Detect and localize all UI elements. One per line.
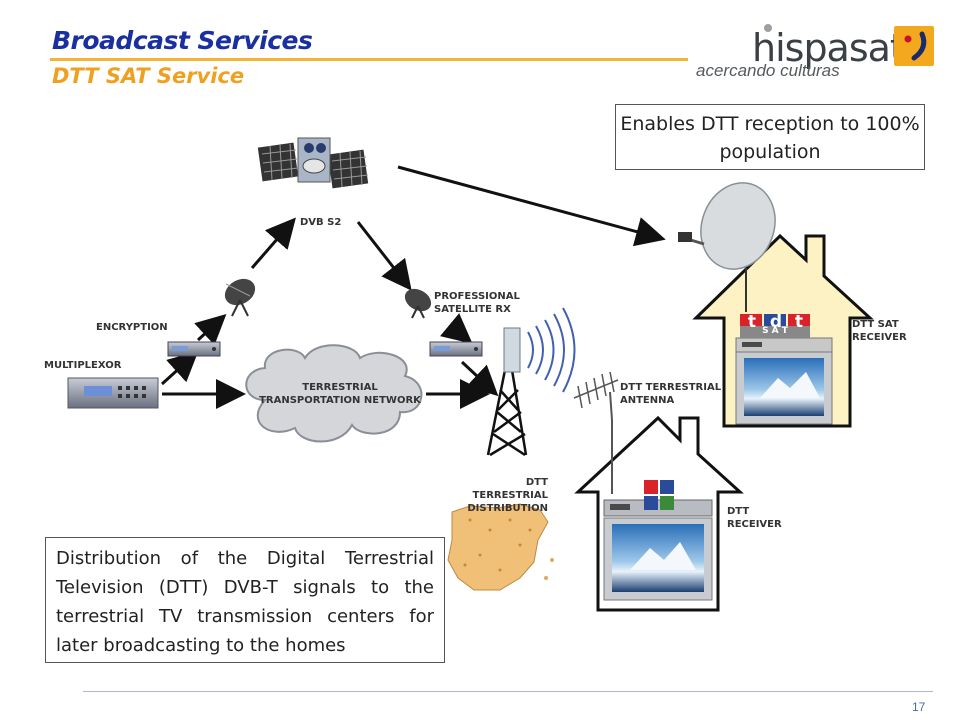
uplink-dish-icon bbox=[224, 278, 256, 317]
tdt-sat-logo-icon bbox=[740, 314, 810, 338]
logo-badge-icon bbox=[894, 26, 934, 66]
arrow-mux-to-encryption bbox=[160, 350, 199, 386]
tdt-sat-letters: t d t bbox=[747, 312, 804, 332]
callout-distribution: Distribution of the Digital Terrestrial … bbox=[45, 537, 445, 663]
arrow-satellite-to-rx bbox=[356, 221, 412, 291]
encryption-device-icon bbox=[167, 341, 221, 357]
title-underline bbox=[50, 58, 688, 61]
broadcast-waves-icon bbox=[527, 307, 576, 393]
slide-title: Broadcast Services bbox=[52, 26, 313, 55]
label-dtt-distribution: DTT TERRESTRIAL DISTRIBUTION bbox=[467, 477, 548, 514]
slide-subtitle: DTT SAT Service bbox=[52, 64, 245, 88]
yagi-antenna-icon bbox=[573, 371, 619, 421]
rx-dish-icon bbox=[404, 288, 432, 319]
label-dtt-sat-receiver: DTT SAT RECEIVER bbox=[852, 319, 907, 343]
tdt-sat-text: S A T bbox=[762, 326, 788, 336]
sat-receiver-device-icon bbox=[735, 337, 833, 353]
label-multiplexor: MULTIPLEXOR bbox=[44, 360, 122, 371]
logo-tagline: acercando culturas bbox=[696, 61, 840, 80]
label-dtt-antenna: DTT TERRESTRIAL ANTENNA bbox=[620, 382, 722, 406]
transmission-tower-icon bbox=[486, 369, 528, 457]
label-professional-rx: PROFESSIONAL SATELLITE RX bbox=[434, 291, 520, 315]
logo-wordmark: hispasat bbox=[752, 26, 905, 70]
rx-device-icon bbox=[429, 341, 483, 357]
dtt-tv-icon bbox=[603, 517, 713, 601]
sat-tv-icon bbox=[735, 351, 833, 425]
arrow-rx-to-receiver bbox=[439, 313, 473, 344]
arrow-satellite-to-dish bbox=[397, 165, 666, 247]
label-encryption: ENCRYPTION bbox=[96, 322, 168, 333]
page-number: 17 bbox=[912, 700, 926, 714]
network-cloud-icon bbox=[245, 344, 423, 443]
label-dvb-s2: DVB S2 bbox=[300, 217, 342, 228]
home-dish-icon bbox=[678, 182, 776, 312]
arrow-receiver-to-tower bbox=[460, 360, 499, 397]
footer-divider bbox=[83, 691, 933, 692]
tdt-logo-icon bbox=[644, 480, 674, 510]
logo-dot-icon bbox=[764, 24, 772, 32]
arrow-encryption-to-uplink bbox=[194, 313, 227, 346]
tower-panel-icon bbox=[503, 327, 521, 373]
satellite-icon bbox=[257, 137, 369, 189]
callout-reception: Enables DTT reception to 100% population bbox=[615, 104, 925, 170]
multiplexor-device-icon bbox=[67, 377, 159, 409]
label-terrestrial-network: TERRESTRIAL TRANSPORTATION NETWORK bbox=[259, 382, 421, 406]
label-dtt-receiver: DTT RECEIVER bbox=[727, 506, 782, 530]
arrow-uplink-to-satellite bbox=[250, 217, 296, 269]
spain-map-icon bbox=[447, 503, 554, 591]
